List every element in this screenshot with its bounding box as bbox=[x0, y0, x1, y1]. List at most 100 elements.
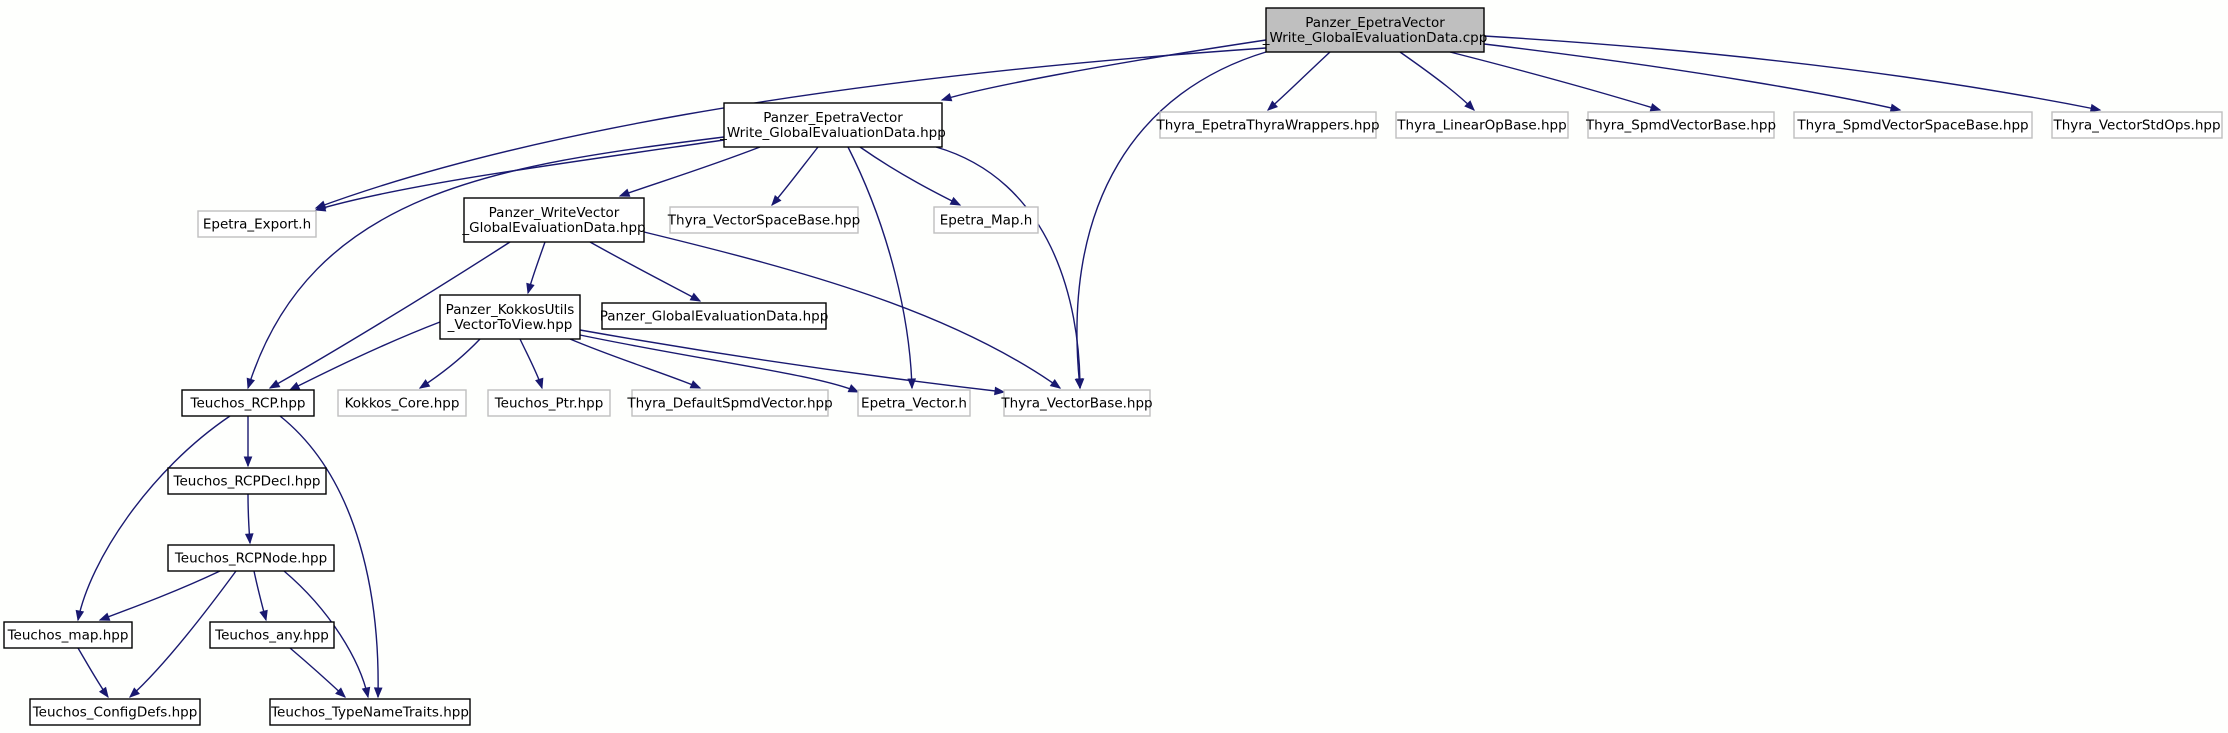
edge-pevw_hpp-to-teuchos_rcp bbox=[246, 136, 725, 390]
node-label: Panzer_EpetraVector bbox=[763, 110, 903, 126]
node-thyra-ewrap[interactable]: Thyra_EpetraThyraWrappers.hpp bbox=[1155, 111, 1380, 139]
arrowhead-icon bbox=[244, 533, 254, 545]
node-box bbox=[1265, 7, 1485, 53]
node-box bbox=[933, 206, 1039, 234]
arrowhead-icon bbox=[689, 292, 702, 302]
edge-pevw_hpp-to-epetra_vector bbox=[847, 146, 917, 390]
arrowhead-icon bbox=[2089, 103, 2102, 113]
node-pwv-hpp[interactable]: Panzer_WriteVector_GlobalEvaluationData.… bbox=[461, 197, 646, 243]
arrowhead-icon bbox=[335, 687, 346, 698]
arrowhead-icon bbox=[940, 93, 953, 102]
edge-line bbox=[77, 415, 231, 621]
node-label: Thyra_LinearOpBase.hpp bbox=[1396, 118, 1566, 134]
edge-pku_hpp-to-kokkos_core bbox=[418, 338, 481, 389]
arrowhead-icon bbox=[243, 456, 253, 468]
node-label: _Write_GlobalEvaluationData.hpp bbox=[719, 125, 946, 141]
edge-line bbox=[935, 146, 1081, 389]
node-root[interactable]: Panzer_EpetraVector_Write_GlobalEvaluati… bbox=[1262, 7, 1488, 53]
node-kokkos-core[interactable]: Kokkos_Core.hpp bbox=[337, 389, 467, 417]
node-label: Thyra_SpmdVectorSpaceBase.hpp bbox=[1796, 118, 2028, 134]
node-label: Thyra_SpmdVectorBase.hpp bbox=[1585, 118, 1776, 134]
edge-line bbox=[643, 231, 1061, 389]
edge-root-to-thyra_linop bbox=[1399, 51, 1475, 111]
node-box bbox=[3, 621, 133, 649]
edge-pwv_hpp-to-teuchos_rcp bbox=[268, 241, 511, 389]
edge-teuchos_map-to-teuchos_configdefs bbox=[77, 647, 109, 699]
edge-pevw_hpp-to-epetra_export bbox=[314, 139, 725, 212]
edge-root-to-thyra_spmdvb bbox=[1449, 51, 1662, 112]
edge-line bbox=[771, 146, 819, 206]
arrowhead-icon bbox=[314, 203, 327, 212]
node-teuchos-rcpdecl[interactable]: Teuchos_RCPDecl.hpp bbox=[167, 467, 327, 495]
edge-line bbox=[289, 647, 346, 698]
edge-teuchos_rcpnode-to-teuchos_map bbox=[98, 570, 221, 621]
edge-line bbox=[269, 241, 511, 389]
node-label: Teuchos_RCP.hpp bbox=[190, 396, 306, 412]
edge-pwv_hpp-to-pku_hpp bbox=[526, 241, 546, 295]
edge-line bbox=[99, 570, 221, 621]
arrowhead-icon bbox=[1266, 100, 1278, 111]
node-box bbox=[269, 698, 471, 726]
arrowhead-icon bbox=[1075, 378, 1085, 390]
node-thyra-dspmd[interactable]: Thyra_DefaultSpmdVector.hpp bbox=[626, 389, 833, 417]
arrowhead-icon bbox=[98, 612, 111, 621]
node-label: _Write_GlobalEvaluationData.cpp bbox=[1262, 30, 1488, 46]
node-box bbox=[181, 389, 315, 417]
node-epetra-vector[interactable]: Epetra_Vector.h bbox=[857, 389, 971, 417]
node-epetra-export[interactable]: Epetra_Export.h bbox=[197, 210, 317, 238]
arrowhead-icon bbox=[618, 188, 631, 197]
arrowhead-icon bbox=[268, 379, 281, 389]
arrowhead-icon bbox=[128, 687, 140, 698]
node-label: Thyra_VectorStdOps.hpp bbox=[2052, 118, 2220, 134]
node-teuchos-rcp[interactable]: Teuchos_RCP.hpp bbox=[181, 389, 315, 417]
node-box bbox=[1395, 111, 1569, 139]
node-label: Teuchos_RCPNode.hpp bbox=[174, 551, 327, 567]
node-thyra-vb[interactable]: Thyra_VectorBase.hpp bbox=[1000, 389, 1153, 417]
edge-teuchos_rcpnode-to-teuchos_configdefs bbox=[128, 570, 237, 698]
edge-line bbox=[569, 338, 701, 389]
node-label: Epetra_Export.h bbox=[203, 217, 311, 233]
node-pged-hpp[interactable]: Panzer_GlobalEvaluationData.hpp bbox=[600, 302, 829, 330]
node-pku-hpp[interactable]: Panzer_KokkosUtils_VectorToView.hpp bbox=[439, 294, 581, 340]
node-box bbox=[209, 621, 335, 649]
node-teuchos-ptr[interactable]: Teuchos_Ptr.hpp bbox=[487, 389, 611, 417]
edge-line bbox=[619, 146, 761, 197]
arrowhead-icon bbox=[949, 196, 962, 206]
node-box bbox=[167, 467, 327, 495]
node-label: Thyra_EpetraThyraWrappers.hpp bbox=[1155, 118, 1379, 134]
node-label: Teuchos_ConfigDefs.hpp bbox=[32, 705, 198, 721]
node-thyra-vsb[interactable]: Thyra_VectorSpaceBase.hpp bbox=[667, 206, 860, 234]
node-pevw-hpp[interactable]: Panzer_EpetraVector_Write_GlobalEvaluati… bbox=[719, 102, 946, 148]
node-label: Epetra_Map.h bbox=[940, 213, 1033, 229]
node-thyra-spmdvb[interactable]: Thyra_SpmdVectorBase.hpp bbox=[1585, 111, 1776, 139]
node-box bbox=[487, 389, 611, 417]
node-label: Teuchos_map.hpp bbox=[7, 628, 129, 644]
node-teuchos-rcpnode[interactable]: Teuchos_RCPNode.hpp bbox=[167, 544, 335, 572]
node-box bbox=[2051, 111, 2223, 139]
node-label: Panzer_GlobalEvaluationData.hpp bbox=[600, 309, 829, 325]
edge-line bbox=[283, 570, 369, 698]
arrowhead-icon bbox=[1464, 100, 1475, 111]
node-box bbox=[1587, 111, 1775, 139]
edge-line bbox=[1076, 51, 1267, 389]
node-epetra-map[interactable]: Epetra_Map.h bbox=[933, 206, 1039, 234]
arrowhead-icon bbox=[847, 384, 860, 393]
node-teuchos-configdefs[interactable]: Teuchos_ConfigDefs.hpp bbox=[29, 698, 201, 726]
node-teuchos-any[interactable]: Teuchos_any.hpp bbox=[209, 621, 335, 649]
node-teuchos-map[interactable]: Teuchos_map.hpp bbox=[3, 621, 133, 649]
node-thyra-linop[interactable]: Thyra_LinearOpBase.hpp bbox=[1395, 111, 1569, 139]
edge-line bbox=[1267, 51, 1331, 111]
edge-line bbox=[315, 47, 1267, 209]
node-label: Thyra_VectorSpaceBase.hpp bbox=[667, 213, 860, 229]
node-label: _GlobalEvaluationData.hpp bbox=[461, 220, 645, 236]
node-thyra-spmdvsb[interactable]: Thyra_SpmdVectorSpaceBase.hpp bbox=[1793, 111, 2033, 139]
node-box bbox=[439, 294, 581, 340]
edge-line bbox=[1483, 43, 1901, 111]
node-thyra-vstdops[interactable]: Thyra_VectorStdOps.hpp bbox=[2051, 111, 2223, 139]
edge-line bbox=[247, 136, 725, 389]
arrowhead-icon bbox=[418, 379, 431, 389]
edge-line bbox=[1483, 35, 2101, 111]
node-teuchos-tnt[interactable]: Teuchos_TypeNameTraits.hpp bbox=[269, 698, 471, 726]
edge-teuchos_rcpnode-to-teuchos_tnt bbox=[283, 570, 371, 699]
